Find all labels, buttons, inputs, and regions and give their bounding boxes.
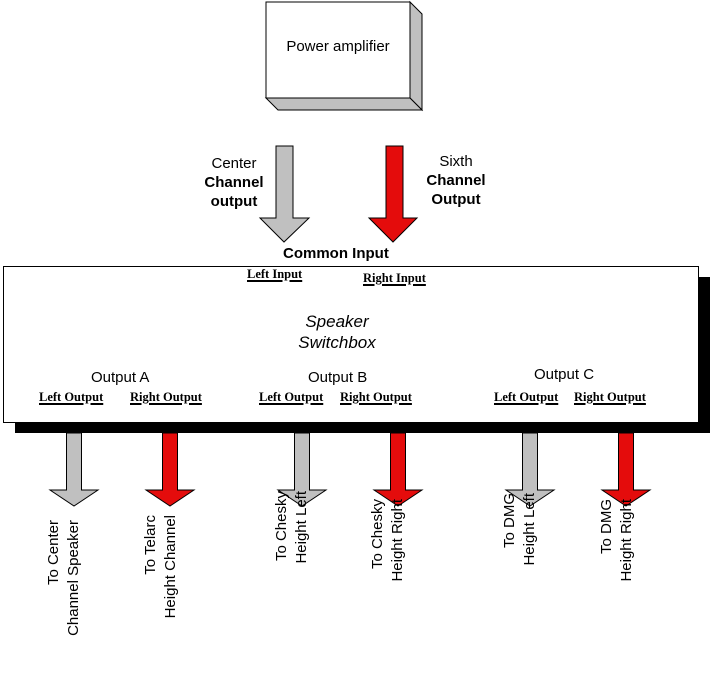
center-channel-label: Center Channel output [196,154,272,211]
output-arrow [48,432,100,507]
switchbox-title-line2: Switchbox [298,333,376,352]
center-channel-arrow [258,145,311,243]
output-a-label: Output A [91,369,150,386]
destination-line2: Channel Speaker [65,520,82,636]
left-input-label: Left Input [247,267,303,281]
output-a-right: Right Output [130,390,202,404]
destination-line1: To Chesky [273,491,290,562]
output-arrow [276,432,328,507]
destination-label: To Center Channel Speaker [44,520,84,670]
power-amplifier-label: Power amplifier [286,38,390,55]
destination-line1: To DMG [501,493,518,549]
output-b-right: Right Output [340,390,412,404]
output-arrow [504,432,556,507]
output-arrow [372,432,424,507]
common-input-label: Common Input [283,245,389,262]
output-c-label: Output C [534,366,595,383]
output-c-right: Right Output [574,390,646,404]
destination-line2: Height Channel [162,515,179,619]
sixth-channel-line3: Output [431,191,481,208]
output-b-left: Left Output [259,390,324,404]
sixth-channel-line1: Sixth [439,153,473,170]
center-channel-line1: Center [211,155,257,172]
amp-side-face [409,0,423,112]
switchbox-title-line1: Speaker [305,312,369,331]
destination-line1: To Chesky [369,499,386,570]
destination-label: To DMG Height Right [597,499,637,649]
sixth-channel-arrow [367,145,419,243]
amp-front-face [265,1,411,99]
destination-line1: To Center [45,520,62,586]
destination-label: To DMG Height Left [500,493,540,643]
center-channel-line3: output [210,193,258,210]
switchbox [3,266,699,423]
destination-line2: Height Left [521,493,538,566]
destination-line1: To Telarc [142,515,159,575]
center-channel-line2: Channel [204,174,264,191]
destination-label: To Chesky Height Left [272,491,312,641]
destination-label: To Telarc Height Channel [141,515,181,665]
destination-line1: To DMG [598,499,615,555]
switchbox-title: Speaker Switchbox [250,311,424,353]
amp-bottom-face [264,97,424,111]
output-c-left: Left Output [494,390,559,404]
sixth-channel-label: Sixth Channel Output [418,152,494,209]
output-arrow [600,432,652,507]
output-a-left: Left Output [39,390,104,404]
destination-line2: Height Right [618,499,635,582]
right-input-label: Right Input [363,271,426,285]
output-arrow [144,432,196,507]
sixth-channel-line2: Channel [426,172,486,189]
output-b-label: Output B [308,369,368,386]
destination-label: To Chesky Height Right [368,499,408,649]
power-amplifier-box [264,0,424,112]
destination-line2: Height Right [389,499,406,582]
destination-line2: Height Left [293,491,310,564]
